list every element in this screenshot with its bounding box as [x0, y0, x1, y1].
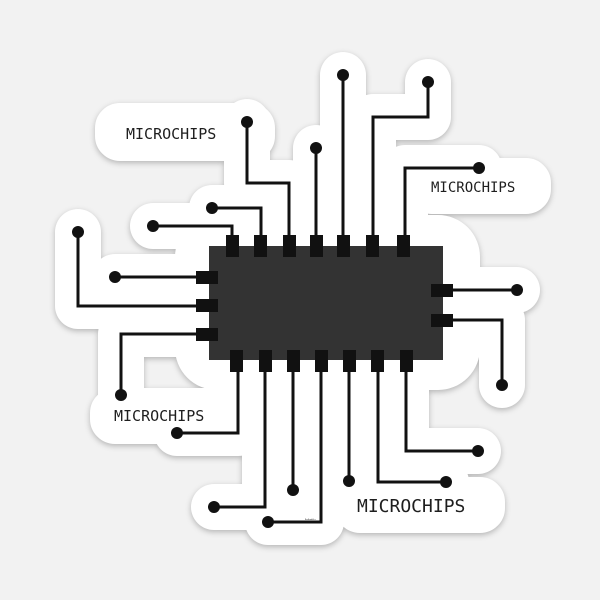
- circuit-trace-icon: [212, 206, 263, 240]
- chip-pin: [196, 299, 218, 312]
- trace-end-dot: [72, 226, 84, 238]
- circuit-trace-icon: [404, 362, 478, 453]
- chip-pin: [226, 235, 239, 257]
- trace-end-dot: [241, 116, 253, 128]
- trace-end-dot: [343, 475, 355, 487]
- trace-end-dot: [496, 379, 508, 391]
- circuit-trace-icon: [268, 362, 323, 524]
- chip-pin: [196, 271, 218, 284]
- trace-end-dot: [422, 76, 434, 88]
- trace-end-dot: [511, 284, 523, 296]
- microchips-label-bottom-right: MICROCHIPS: [357, 496, 465, 517]
- circuit-trace-icon: [403, 166, 479, 240]
- chip-pin: [397, 235, 410, 257]
- trace-end-dot: [147, 220, 159, 232]
- circuit-trace-icon: [376, 362, 446, 484]
- circuit-trace-icon: [214, 362, 267, 509]
- chip-pin: [366, 235, 379, 257]
- chip-pin: [283, 235, 296, 257]
- chip-pins: [196, 235, 453, 372]
- trace-end-dot: [206, 202, 218, 214]
- trace-end-dot: [262, 516, 274, 528]
- microchip-icon: [209, 246, 443, 360]
- chip-pin: [310, 235, 323, 257]
- trace-end-dot: [337, 69, 349, 81]
- chip-pin: [431, 284, 453, 297]
- chip-pin: [196, 328, 218, 341]
- chip-pin: [431, 314, 453, 327]
- trace-end-dot: [440, 476, 452, 488]
- chip-pin: [400, 350, 413, 372]
- circuit-traces: [76, 75, 517, 524]
- chip-pin: [254, 235, 267, 257]
- redbubble-signature: Redbubble: [305, 519, 317, 521]
- chip-pin: [315, 350, 328, 372]
- trace-end-dots: [72, 69, 523, 528]
- microchips-label-bottom-left: MICROCHIPS: [114, 407, 204, 425]
- chip-pin: [371, 350, 384, 372]
- circuit-trace-icon: [371, 82, 430, 240]
- circuit-trace-icon: [119, 332, 205, 395]
- trace-end-dot: [310, 142, 322, 154]
- trace-end-dot: [109, 271, 121, 283]
- trace-end-dot: [208, 501, 220, 513]
- chip-pin: [287, 350, 300, 372]
- chip-pin: [230, 350, 243, 372]
- microchips-label-top-left: MICROCHIPS: [126, 125, 216, 143]
- microchips-label-right: MICROCHIPS: [431, 180, 515, 196]
- trace-end-dot: [472, 445, 484, 457]
- trace-end-dot: [115, 389, 127, 401]
- trace-end-dot: [473, 162, 485, 174]
- chip-pin: [337, 235, 350, 257]
- circuit-trace-icon: [76, 232, 205, 308]
- chip-pin: [259, 350, 272, 372]
- chip-pin: [343, 350, 356, 372]
- circuit-trace-icon: [177, 362, 240, 435]
- circuit-trace-icon: [440, 318, 504, 385]
- circuit-trace-icon: [245, 122, 291, 240]
- trace-end-dot: [171, 427, 183, 439]
- trace-end-dot: [287, 484, 299, 496]
